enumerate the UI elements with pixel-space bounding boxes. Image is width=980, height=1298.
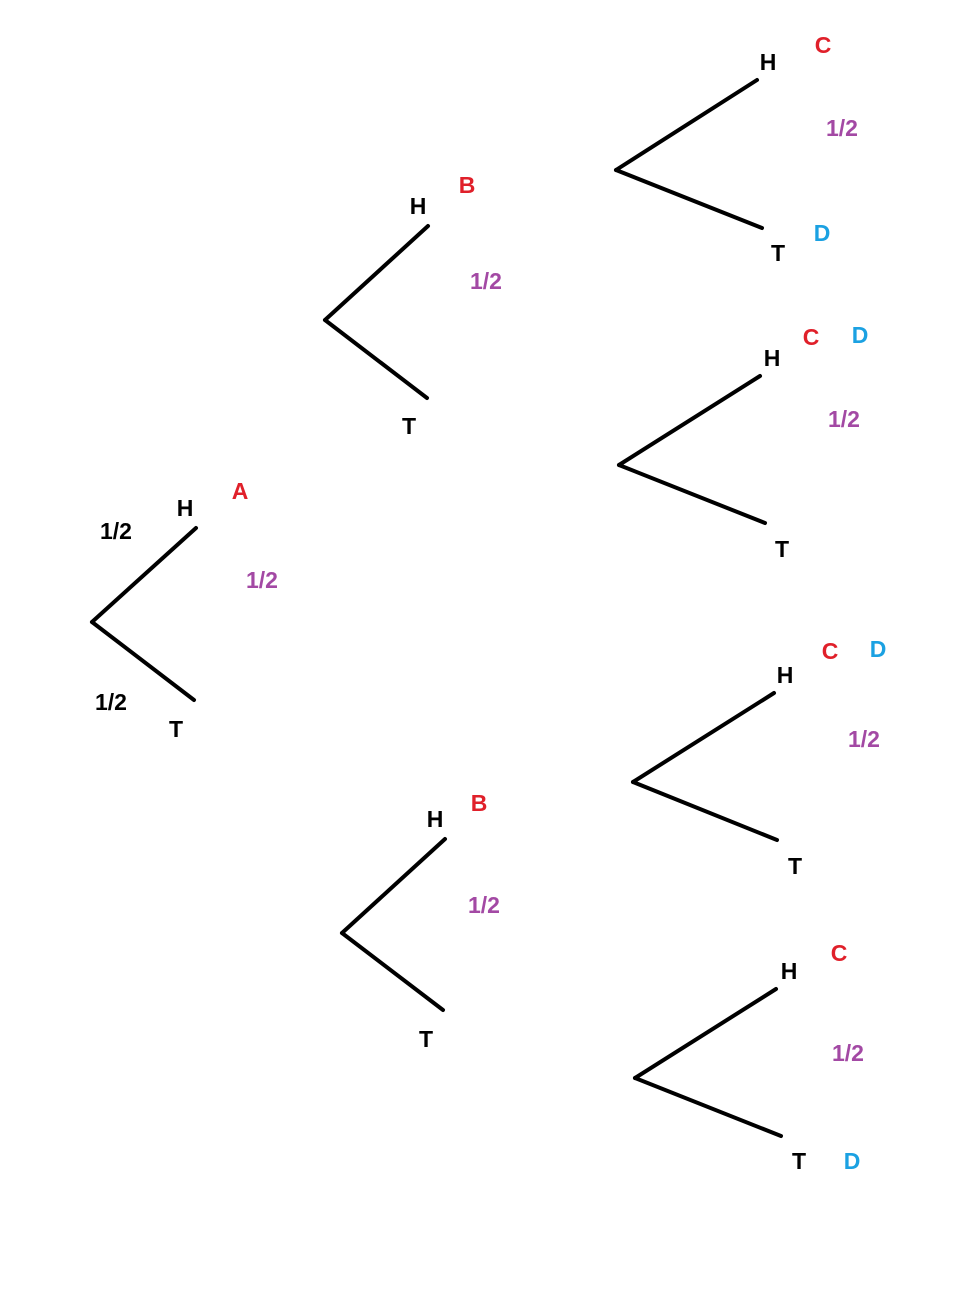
- lower-event-label: B: [471, 790, 488, 816]
- leaf4-heads-edge: [633, 987, 778, 1080]
- leaf3-event-c: C: [822, 638, 839, 664]
- leaf3-event-d: D: [870, 636, 887, 662]
- lower-prob: 1/2: [468, 892, 500, 918]
- leaf3-heads-edge: [631, 691, 776, 784]
- leaf2-tails-edge: [617, 463, 767, 525]
- leaf1-heads-edge: [614, 78, 759, 172]
- root-event-label: A: [232, 478, 249, 504]
- leaf4-heads-label: H: [781, 958, 798, 984]
- leaf4-tails-label: T: [792, 1148, 806, 1174]
- leaf2-heads-edge: [617, 374, 762, 467]
- upper-heads-label: H: [410, 193, 427, 219]
- upper-tails-edge: [323, 318, 429, 400]
- leaf3-tails-label: T: [788, 853, 802, 879]
- leaf2-event-c: C: [803, 324, 820, 350]
- leaf3-heads-label: H: [777, 662, 794, 688]
- upper-branch: H B 1/2 T: [323, 172, 502, 439]
- root-branch: 1/2 H A 1/2 1/2 T: [90, 478, 278, 742]
- leaf1-event-d: D: [814, 220, 831, 246]
- leaf4-event-c: C: [831, 940, 848, 966]
- leaf-branch-2: H C D 1/2 T: [617, 322, 869, 562]
- leaf-branch-1: H C 1/2 D T: [614, 32, 858, 266]
- root-heads-label: H: [177, 495, 194, 521]
- lower-tails-label: T: [419, 1026, 433, 1052]
- leaf2-tails-label: T: [775, 536, 789, 562]
- upper-prob: 1/2: [470, 268, 502, 294]
- leaf4-prob: 1/2: [832, 1040, 864, 1066]
- root-tails-edge: [90, 620, 196, 702]
- root-tails-label: T: [169, 716, 183, 742]
- lower-heads-label: H: [427, 806, 444, 832]
- leaf3-tails-edge: [631, 780, 779, 842]
- leaf-branch-4: H C 1/2 T D: [633, 940, 864, 1174]
- leaf1-event-c: C: [815, 32, 832, 58]
- upper-heads-edge: [323, 224, 430, 322]
- root-heads-edge: [90, 526, 198, 624]
- upper-tails-label: T: [402, 413, 416, 439]
- leaf2-prob: 1/2: [828, 406, 860, 432]
- leaf-branch-3: H C D 1/2 T: [631, 636, 887, 879]
- leaf2-heads-label: H: [764, 345, 781, 371]
- leaf1-tails-label: T: [771, 240, 785, 266]
- lower-branch: H B 1/2 T: [340, 790, 500, 1052]
- leaf3-prob: 1/2: [848, 726, 880, 752]
- root-tails-prob: 1/2: [95, 689, 127, 715]
- leaf2-event-d: D: [852, 322, 869, 348]
- root-prob: 1/2: [246, 567, 278, 593]
- lower-tails-edge: [340, 931, 445, 1012]
- leaf1-prob: 1/2: [826, 115, 858, 141]
- upper-event-label: B: [459, 172, 476, 198]
- leaf1-heads-label: H: [760, 49, 777, 75]
- root-heads-prob: 1/2: [100, 518, 132, 544]
- leaf4-tails-edge: [633, 1076, 783, 1138]
- leaf1-tails-edge: [614, 168, 764, 230]
- leaf4-event-d: D: [844, 1148, 861, 1174]
- lower-heads-edge: [340, 837, 447, 935]
